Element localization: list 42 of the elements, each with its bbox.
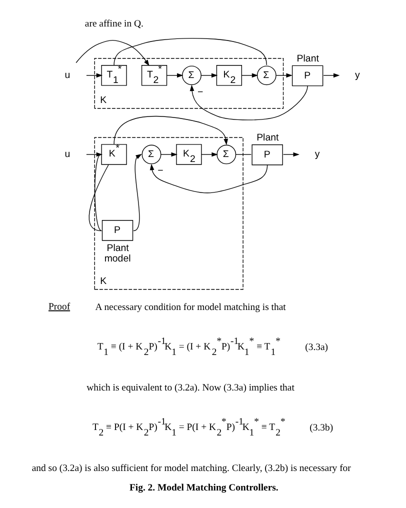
label: A necessary condition for model matching is that bbox=[95, 302, 286, 313]
arrow bbox=[282, 152, 300, 157]
node-circle: Σ bbox=[216, 144, 236, 164]
node-box: P bbox=[252, 144, 283, 166]
arrow bbox=[190, 84, 308, 120]
node-circle: Σ bbox=[182, 66, 202, 86]
connector bbox=[88, 164, 109, 232]
connector bbox=[236, 154, 252, 155]
arrow bbox=[323, 73, 340, 78]
arrow bbox=[160, 152, 178, 157]
label: (3.3b) bbox=[310, 422, 334, 434]
arrow bbox=[276, 73, 292, 78]
arrow bbox=[114, 116, 228, 146]
label: (3.3a) bbox=[305, 342, 328, 354]
label: Proof bbox=[48, 301, 70, 312]
arrow bbox=[200, 73, 218, 78]
connector bbox=[114, 38, 267, 66]
arrow bbox=[241, 73, 258, 78]
label: are affine in Q. bbox=[84, 18, 144, 30]
label: which is equivalent to (3.2a). Now (3.3a) implies that bbox=[86, 382, 294, 394]
arrow bbox=[201, 152, 218, 157]
node-box: P bbox=[102, 220, 134, 241]
node-label: Plant bbox=[296, 53, 319, 64]
node-text: y bbox=[314, 149, 320, 160]
node-text: y bbox=[355, 70, 360, 81]
arrow bbox=[76, 40, 150, 66]
arrow bbox=[150, 164, 268, 194]
arrow bbox=[86, 73, 103, 78]
node-label: Plant model bbox=[104, 243, 131, 264]
caption: Fig. 2. Model Matching Controllers. bbox=[129, 482, 278, 494]
edge-label: − bbox=[197, 87, 204, 98]
connector bbox=[94, 154, 102, 232]
node-circle: Σ bbox=[256, 66, 276, 86]
node-circle: Σ bbox=[142, 144, 162, 164]
node-text: u bbox=[64, 149, 70, 160]
label: and so (3.2a) is also sufficient for model matching. Clearly, (3.2b) is necessary for bbox=[32, 462, 351, 474]
node-text: u bbox=[64, 70, 70, 81]
edge-label: − bbox=[158, 166, 164, 177]
node-label: Plant bbox=[256, 132, 279, 144]
arrow bbox=[166, 73, 184, 78]
arrow bbox=[133, 154, 142, 232]
node-box: P bbox=[292, 65, 324, 86]
